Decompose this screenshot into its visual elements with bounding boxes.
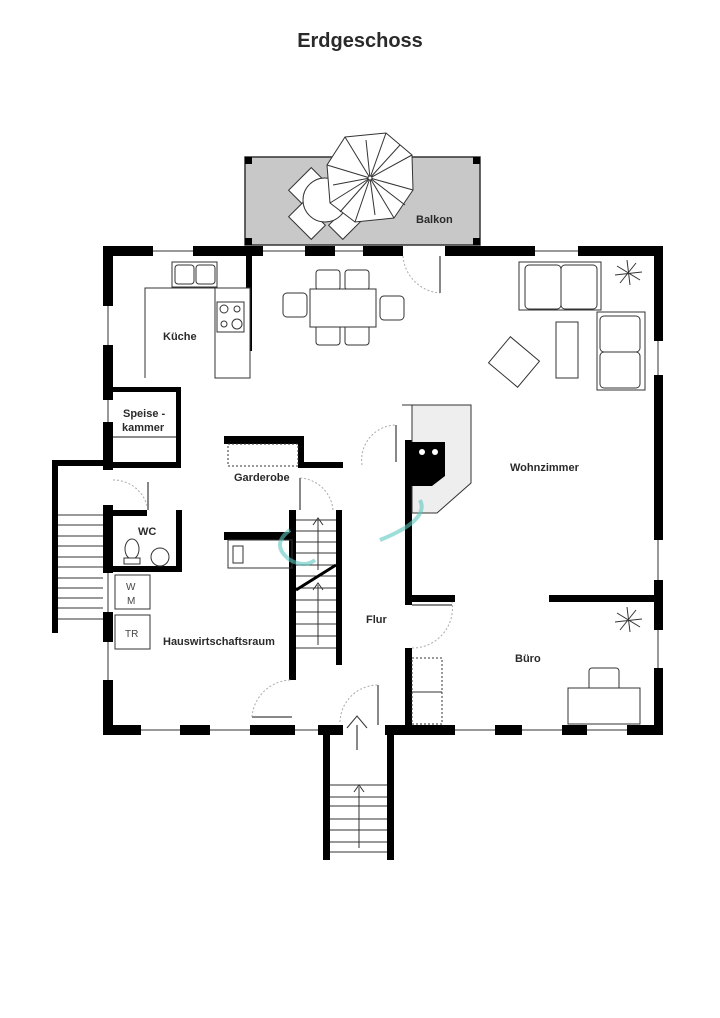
room-label-balkon: Balkon bbox=[416, 214, 453, 226]
plant-icon bbox=[614, 259, 643, 633]
room-label-flur: Flur bbox=[366, 614, 387, 626]
stairs-entry bbox=[330, 784, 387, 853]
room-label-kammer: kammer bbox=[122, 422, 165, 434]
floor-title: Erdgeschoss bbox=[297, 30, 423, 52]
dining-table bbox=[282, 269, 405, 346]
washer-label: W bbox=[126, 582, 136, 593]
pantry: Speise - kammer bbox=[113, 408, 176, 438]
kitchen: Küche bbox=[144, 261, 251, 379]
room-label-wc: WC bbox=[138, 526, 156, 538]
room-label-wohnzimmer: Wohnzimmer bbox=[510, 462, 580, 474]
room-label-kueche: Küche bbox=[163, 331, 197, 343]
room-label-buero: Büro bbox=[515, 653, 541, 665]
room-label-hauswirtschaftsraum: Hauswirtschaftsraum bbox=[163, 636, 275, 648]
doors bbox=[112, 255, 453, 725]
room-label-speise: Speise - bbox=[123, 408, 166, 420]
stairs-inner bbox=[295, 517, 337, 649]
fireplace bbox=[402, 404, 472, 514]
entrance-arrow-icon bbox=[346, 715, 368, 750]
stairs-left bbox=[58, 514, 103, 620]
dryer-label: TR bbox=[125, 629, 138, 640]
laundry: W M TR Hauswirtschaftsraum bbox=[114, 574, 275, 650]
sofa-set bbox=[487, 261, 646, 391]
balcony: Balkon bbox=[244, 132, 481, 246]
watermark-logo bbox=[278, 499, 424, 566]
wc: WC bbox=[123, 526, 170, 567]
room-label-garderobe: Garderobe bbox=[234, 472, 290, 484]
washer-label-2: M bbox=[127, 596, 135, 607]
office: Büro bbox=[411, 653, 641, 725]
